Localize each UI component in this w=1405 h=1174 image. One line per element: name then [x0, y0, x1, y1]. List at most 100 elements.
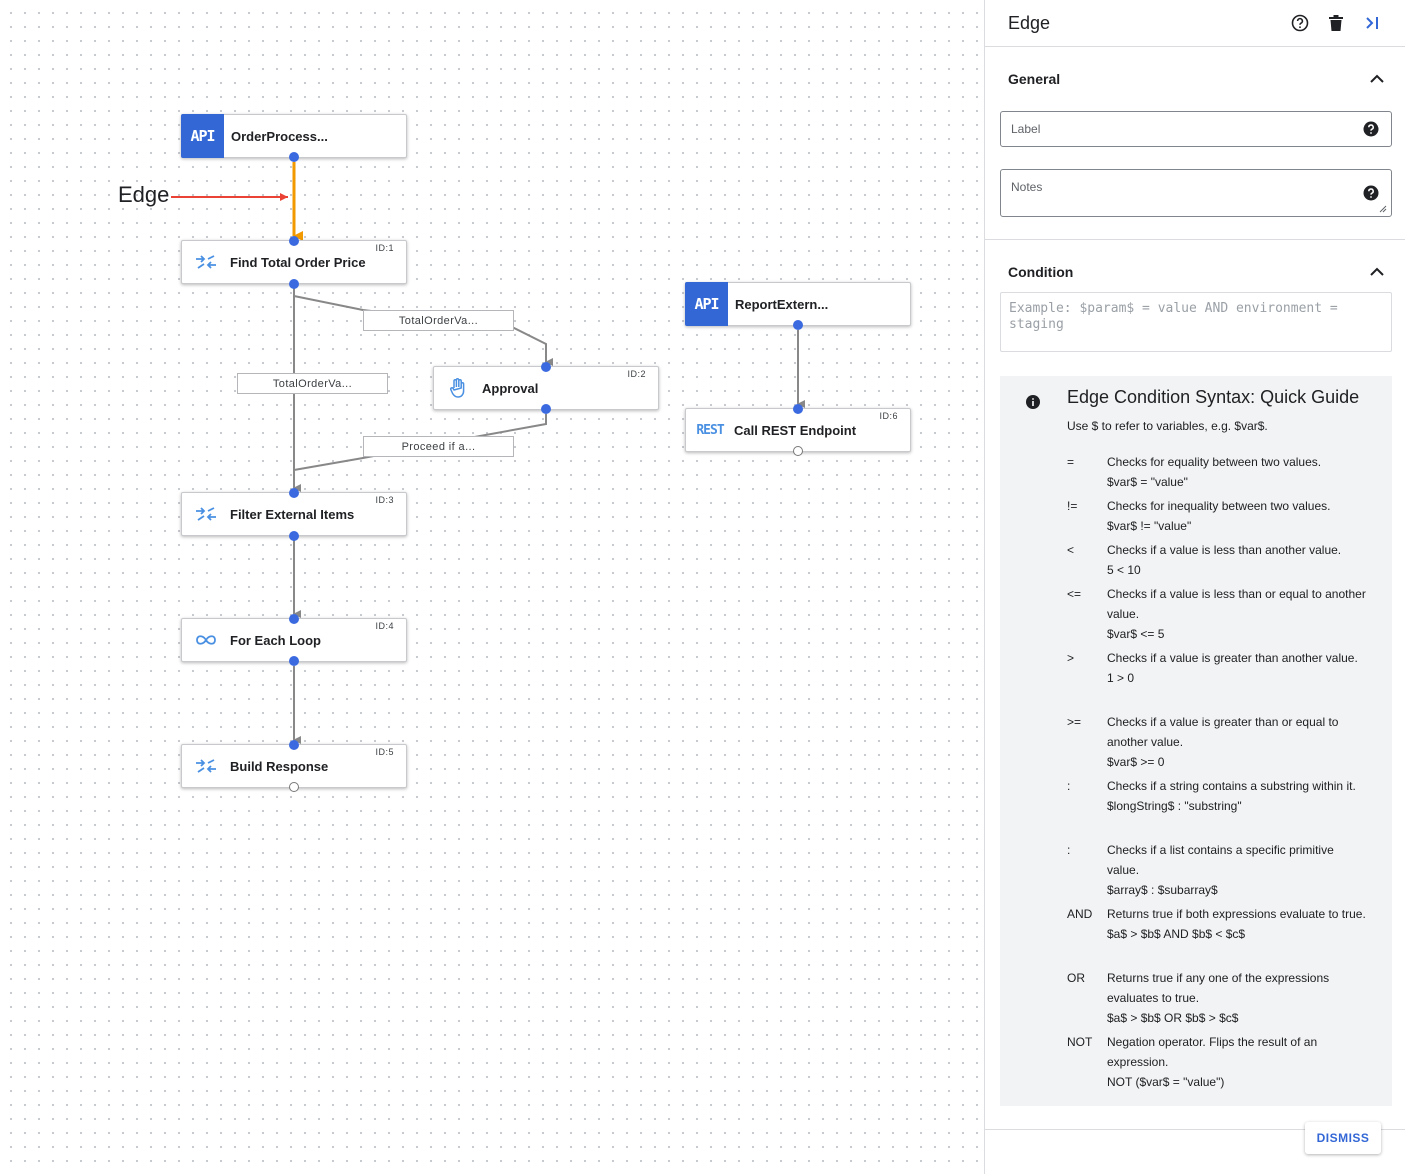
operator: > [1067, 651, 1075, 665]
delete-icon[interactable] [1326, 13, 1346, 33]
operator-description: Checks if a value is greater than or equ… [1107, 715, 1339, 749]
edge-condition-label[interactable]: TotalOrderVa... [363, 310, 514, 331]
guide-row: NOT Negation operator. Flips the result … [1067, 1032, 1367, 1092]
operator-example: $a$ > $b$ AND $b$ < $c$ [1107, 927, 1246, 941]
node-id: ID:2 [627, 369, 646, 379]
node-id: ID:3 [375, 495, 394, 505]
operator-description: Checks if a value is less than or equal … [1107, 587, 1366, 621]
node-id: ID:1 [375, 243, 394, 253]
resize-handle-icon[interactable] [1379, 205, 1387, 213]
node-id: ID:4 [375, 621, 394, 631]
chevron-up-icon [1370, 267, 1384, 276]
general-section: General Label Notes [985, 47, 1405, 240]
operator-description: Checks for equality between two values. [1107, 455, 1322, 469]
guide-row: : Checks if a string contains a substrin… [1067, 776, 1367, 816]
notes-placeholder: Notes [1011, 180, 1043, 194]
input-port[interactable] [541, 362, 551, 372]
operator-example: NOT ($var$ = "value") [1107, 1075, 1225, 1089]
guide-row: > Checks if a value is greater than anot… [1067, 648, 1367, 688]
input-port[interactable] [793, 404, 803, 414]
operator-description: Returns true if both expressions evaluat… [1107, 907, 1366, 921]
panel-title: Edge [1008, 12, 1051, 33]
api-trigger-icon: API [181, 113, 224, 158]
panel-header: Edge [985, 0, 1405, 47]
node-order-process[interactable]: API OrderProcess... [181, 113, 407, 158]
chevron-up-icon [1370, 74, 1384, 83]
output-port-unconnected[interactable] [793, 446, 803, 456]
operator-description: Checks if a string contains a substring … [1107, 779, 1356, 793]
info-icon [1026, 395, 1040, 409]
edge-annotation-label: Edge [118, 182, 170, 207]
operator-description: Checks if a value is less than another v… [1107, 543, 1342, 557]
node-find-total-order-price[interactable]: Find Total Order Price ID:1 [181, 240, 407, 284]
rest-icon: REST [696, 422, 724, 438]
operator: : [1067, 843, 1071, 857]
operator: >= [1067, 715, 1082, 729]
help-circle-icon[interactable] [1363, 121, 1379, 137]
condition-input[interactable]: Example: $param$ = value AND environment… [1000, 292, 1392, 352]
operator: < [1067, 543, 1075, 557]
api-trigger-icon: API [685, 281, 728, 326]
operator: <= [1067, 587, 1082, 601]
operator-description: Returns true if any one of the expressio… [1107, 971, 1330, 1005]
node-label: Build Response [230, 758, 329, 774]
input-port[interactable] [289, 740, 299, 750]
node-label: Filter External Items [230, 506, 355, 522]
operator: : [1067, 779, 1071, 793]
node-label: Call REST Endpoint [734, 422, 857, 438]
edge-find-total-to-approval[interactable] [293, 295, 553, 366]
condition-section: Condition Example: $param$ = value AND e… [985, 240, 1405, 352]
guide-row: AND Returns true if both expressions eva… [1067, 904, 1367, 944]
help-circle-icon[interactable] [1363, 185, 1379, 201]
output-port[interactable] [793, 320, 803, 330]
edge-properties-panel: Edge General Label Notes [984, 0, 1405, 1174]
output-port[interactable] [289, 656, 299, 666]
section-title: Condition [1008, 264, 1074, 280]
node-id: ID:5 [375, 747, 394, 757]
output-port[interactable] [289, 531, 299, 541]
guide-row: OR Returns true if any one of the expres… [1067, 968, 1367, 1028]
dismiss-button[interactable]: DISMISS [1305, 1122, 1381, 1154]
output-port-unconnected[interactable] [289, 782, 299, 792]
guide-row: = Checks for equality between two values… [1067, 452, 1367, 492]
guide-row: : Checks if a list contains a specific p… [1067, 840, 1367, 900]
edge-condition-label[interactable]: TotalOrderVa... [237, 373, 388, 394]
node-id: ID:6 [879, 411, 898, 421]
label-field[interactable]: Label [1000, 111, 1392, 147]
integration-canvas[interactable]: Edge API OrderProcess... Find Total Orde… [0, 0, 984, 1174]
guide-title: Edge Condition Syntax: Quick Guide [1067, 387, 1360, 407]
operator-example: $array$ : $subarray$ [1107, 883, 1218, 897]
operator-example: $var$ <= 5 [1107, 627, 1165, 641]
divider [985, 1129, 1405, 1130]
label-placeholder: Label [1011, 122, 1041, 136]
edge-condition-label[interactable]: Proceed if a... [363, 436, 514, 457]
operator-example: 5 < 10 [1107, 563, 1141, 577]
loop-icon [182, 634, 230, 646]
general-section-header[interactable]: General [1000, 47, 1392, 111]
section-title: General [1008, 71, 1061, 87]
input-port[interactable] [289, 236, 299, 246]
node-label: ReportExtern... [735, 296, 829, 312]
guide-row: >= Checks if a value is greater than or … [1067, 712, 1367, 772]
collapse-panel-icon[interactable] [1362, 13, 1382, 33]
node-build-response[interactable]: Build Response ID:5 [181, 744, 407, 788]
notes-field[interactable]: Notes [1000, 169, 1392, 217]
output-port[interactable] [289, 152, 299, 162]
node-report-external[interactable]: API ReportExtern... [685, 281, 911, 326]
hand-icon [434, 378, 482, 398]
node-filter-external-items[interactable]: Filter External Items ID:3 [181, 492, 407, 536]
operator-description: Checks if a list contains a specific pri… [1107, 843, 1334, 877]
edges-layer [171, 162, 805, 744]
output-port[interactable] [541, 404, 551, 414]
condition-section-header[interactable]: Condition [1000, 240, 1392, 304]
operator: NOT [1067, 1035, 1093, 1049]
node-label: Approval [482, 380, 539, 396]
output-port[interactable] [289, 279, 299, 289]
help-icon[interactable] [1290, 13, 1310, 33]
node-label: Find Total Order Price [230, 254, 366, 270]
input-port[interactable] [289, 488, 299, 498]
operator: AND [1067, 907, 1093, 921]
node-call-rest-endpoint[interactable]: REST Call REST Endpoint ID:6 [685, 408, 911, 452]
condition-syntax-guide: Edge Condition Syntax: Quick Guide Use $… [1000, 376, 1392, 1106]
input-port[interactable] [289, 614, 299, 624]
